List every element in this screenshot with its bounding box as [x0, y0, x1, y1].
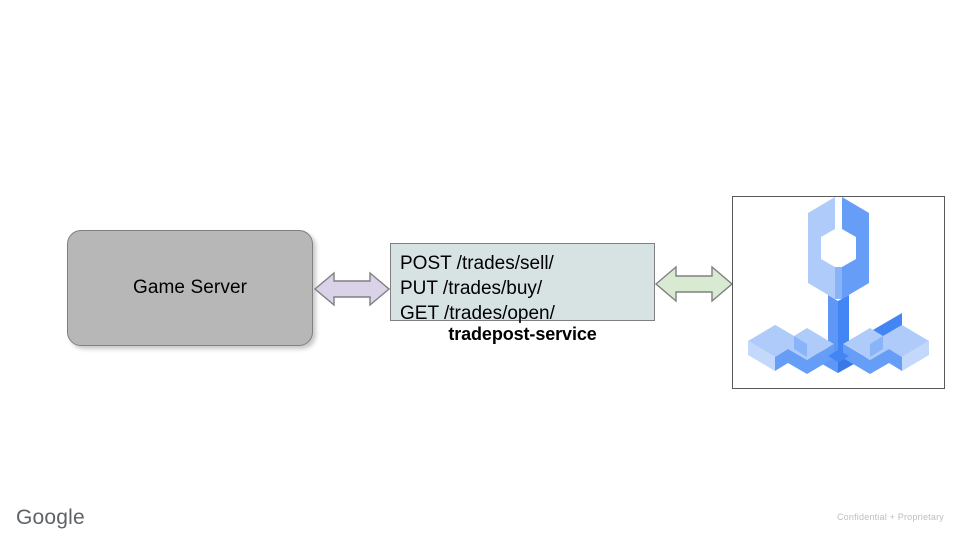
tradepost-service-box[interactable]: POST /trades/sell/ PUT /trades/buy/ GET …: [390, 243, 655, 324]
cloud-build-wrench-logo: [748, 197, 929, 374]
cloud-build-logo-frame: [732, 196, 945, 389]
google-wordmark: Google: [16, 506, 85, 529]
arrow-game-server-to-service: [314, 268, 390, 310]
game-server-box[interactable]: Game Server: [67, 230, 313, 346]
service-endpoints-text: POST /trades/sell/ PUT /trades/buy/ GET …: [400, 253, 555, 324]
tradepost-service-caption: tradepost-service: [448, 324, 597, 344]
confidentiality-notice: Confidential + Proprietary: [836, 512, 944, 522]
arrow-service-to-build: [655, 262, 733, 306]
game-server-label: Game Server: [132, 276, 248, 298]
